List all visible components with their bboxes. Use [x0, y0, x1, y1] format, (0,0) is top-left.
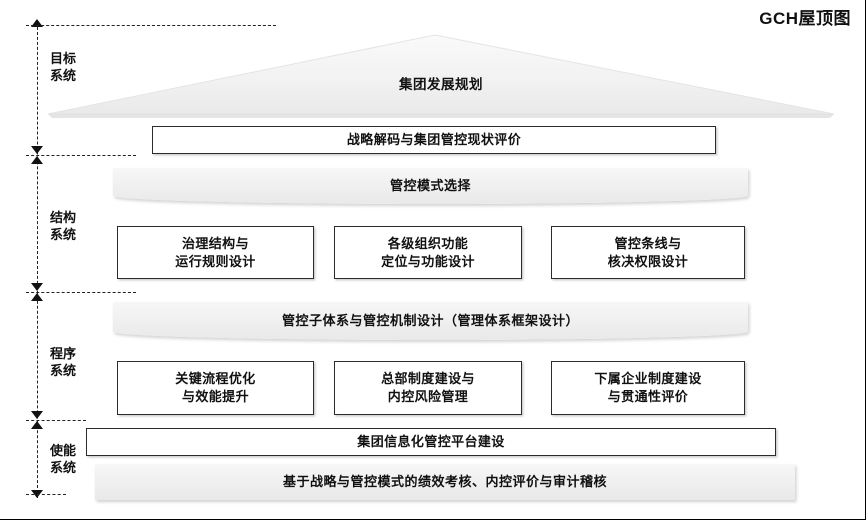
tier-label-procedure-line2: 系统: [50, 363, 77, 378]
page-title: GCH屋顶图: [759, 9, 851, 28]
roof-label: 集团发展规划: [399, 77, 483, 92]
axis-arrow-top: [31, 19, 43, 27]
box-hq-system-line2: 内控风险管理: [387, 389, 469, 404]
box-process-opt-line1: 关键流程优化: [175, 371, 256, 386]
tier-divider-1: [26, 155, 136, 156]
axis-arrow-tier3-down: [31, 411, 43, 419]
tier-label-structure: 结构 系统: [50, 209, 110, 243]
tier-divider-0: [26, 25, 276, 26]
box-governance[interactable]: 治理结构与 运行规则设计: [117, 226, 314, 279]
tier-label-structure-line2: 系统: [50, 227, 77, 242]
tier-label-procedure-line1: 程序: [50, 346, 77, 361]
bar-control-mode[interactable]: 管控模式选择: [113, 168, 748, 204]
roof-shape: 集团发展规划: [46, 33, 836, 119]
box-governance-line2: 运行规则设计: [175, 253, 256, 269]
tier-label-goal: 目标 系统: [50, 50, 110, 84]
box-authority-line2: 核决权限设计: [607, 253, 689, 269]
box-hq-system-line1: 总部制度建设与: [381, 371, 475, 386]
bar-strategy-decode[interactable]: 战略解码与集团管控现状评价: [152, 126, 716, 154]
bar-assessment[interactable]: 基于战略与管控模式的绩效考核、内控评价与审计稽核: [95, 464, 795, 500]
bar-it-platform[interactable]: 集团信息化管控平台建设: [86, 428, 776, 456]
box-hq-system[interactable]: 总部制度建设与 内控风险管理: [334, 361, 522, 415]
box-org-function[interactable]: 各级组织功能 定位与功能设计: [334, 226, 522, 279]
axis-arrow-tier1-down: [31, 146, 43, 154]
box-process-opt[interactable]: 关键流程优化 与效能提升: [117, 361, 314, 415]
axis-arrow-tier2-up: [31, 293, 43, 301]
tier-label-enabling-line2: 系统: [50, 460, 77, 475]
tier-label-enabling-line1: 使能: [50, 443, 77, 458]
axis-arrow-tier2-down: [31, 283, 43, 291]
box-process-opt-line2: 与效能提升: [181, 389, 249, 404]
tier-divider-4: [26, 494, 66, 495]
box-authority[interactable]: 管控条线与 核决权限设计: [551, 226, 745, 279]
tier-label-structure-line1: 结构: [50, 210, 77, 225]
tier-label-procedure: 程序 系统: [50, 345, 110, 379]
tier-label-goal-line2: 系统: [50, 68, 77, 83]
bar-subsystem-design[interactable]: 管控子体系与管控机制设计（管理体系框架设计）: [113, 302, 748, 340]
axis-arrow-tier3-up: [31, 421, 43, 429]
tier-label-goal-line1: 目标: [50, 51, 77, 66]
box-governance-line1: 治理结构与: [181, 235, 249, 251]
tier-divider-2: [26, 292, 136, 293]
box-org-function-line1: 各级组织功能: [387, 235, 469, 251]
tier-axis-line: [37, 22, 38, 498]
box-sub-enterprise-line2: 与贯通性评价: [607, 389, 689, 404]
axis-arrow-tier1-up: [31, 156, 43, 164]
box-sub-enterprise-line1: 下属企业制度建设: [594, 371, 702, 386]
box-sub-enterprise[interactable]: 下属企业制度建设 与贯通性评价: [551, 361, 745, 415]
tier-divider-3: [26, 420, 86, 421]
tier-label-enabling: 使能 系统: [50, 442, 110, 476]
box-authority-line1: 管控条线与: [614, 235, 682, 251]
box-org-function-line2: 定位与功能设计: [381, 253, 475, 269]
